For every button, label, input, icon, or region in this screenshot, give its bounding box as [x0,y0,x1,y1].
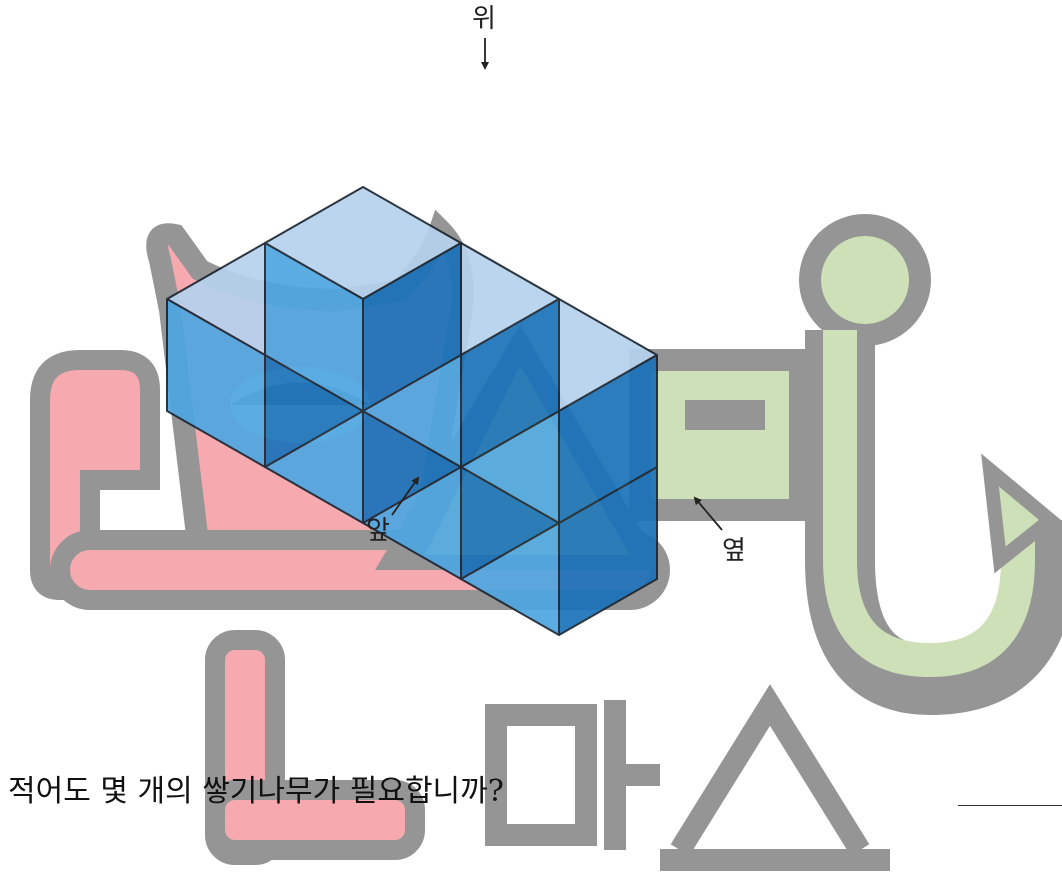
answer-blank-line [958,805,1062,806]
watermark-green-figure [629,214,1062,716]
side-arrow [693,496,723,531]
cube-stack [166,186,658,636]
cube-right-face [362,242,462,412]
watermark-gray-letters [485,684,890,871]
question-text: 적어도 몇 개의 쌓기나무가 필요합니까? [8,774,504,809]
front-arrow [391,476,420,516]
direction-arrows [391,38,723,531]
label-front: 앞 [366,516,390,546]
label-side: 옆 [722,536,746,566]
cube-right-face [558,354,658,524]
label-top: 위 [472,4,496,34]
cube-right-face [460,298,560,468]
